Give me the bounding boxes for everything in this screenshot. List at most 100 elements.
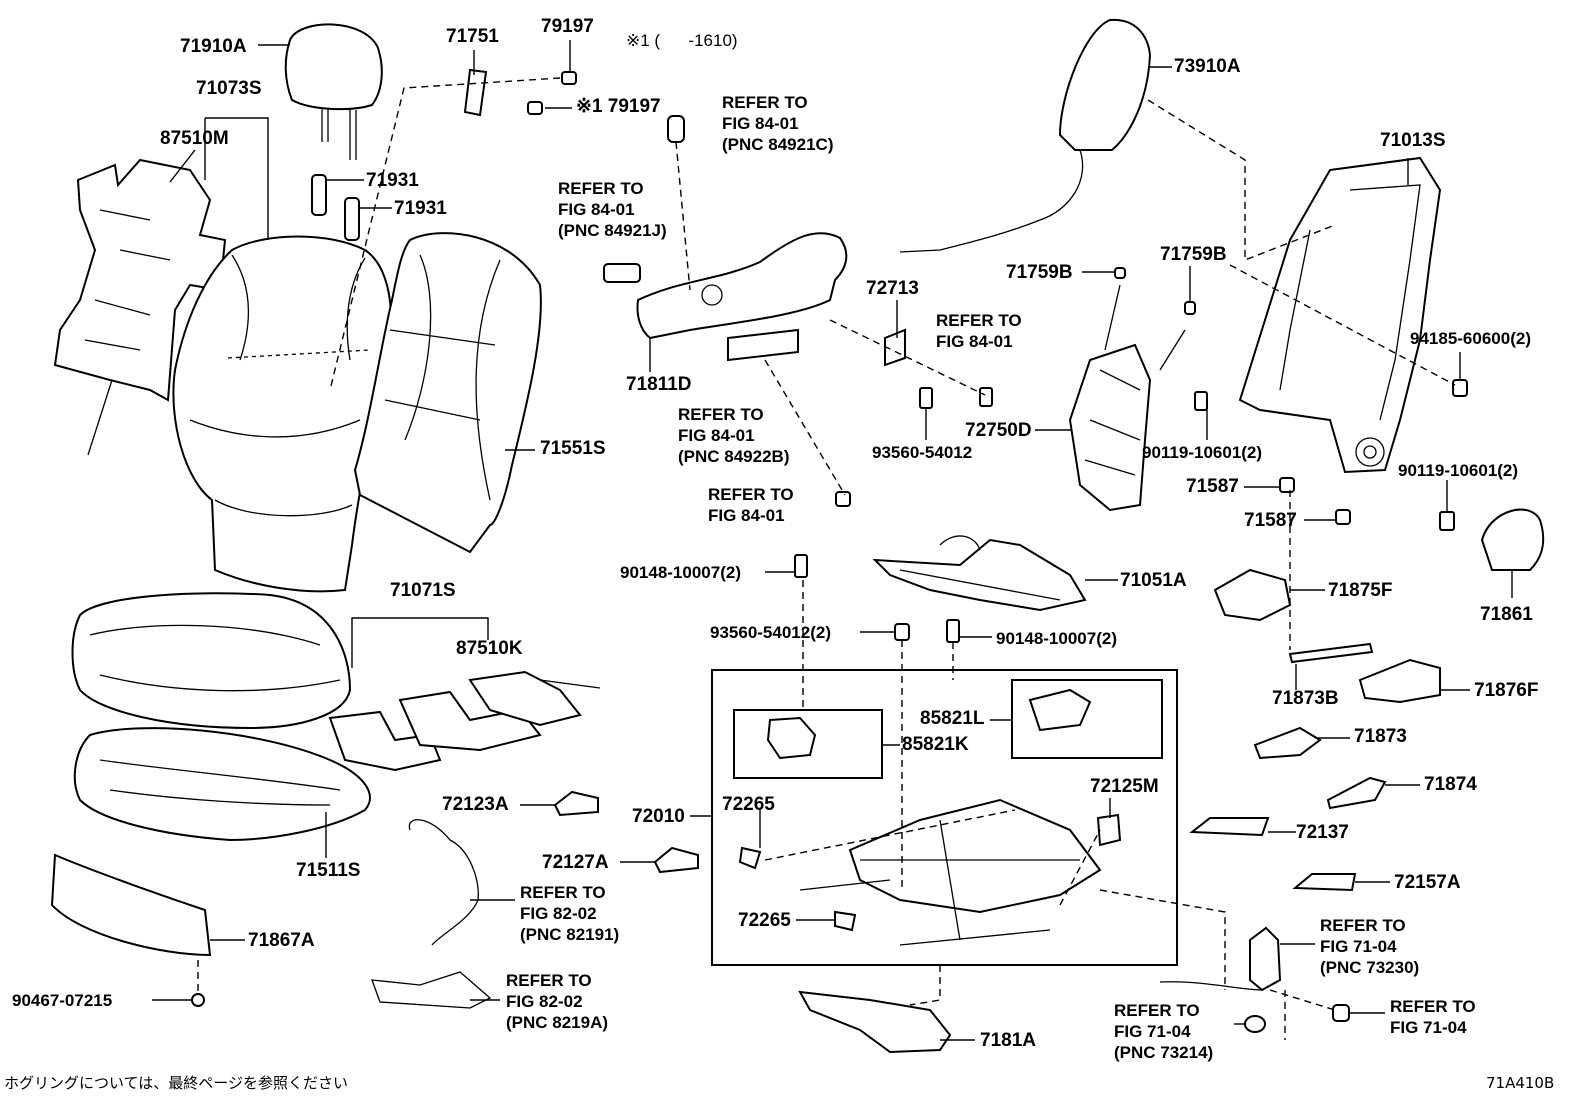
- part-label-71587-b: 71587: [1244, 510, 1297, 531]
- part-label-90467-07215: 90467-07215: [12, 991, 113, 1010]
- leader-lines: [152, 40, 1513, 1041]
- shield-71861-part: [1480, 508, 1545, 571]
- nut-71-04-part: [1332, 1004, 1350, 1022]
- part-label-71013s: 71013S: [1380, 130, 1446, 151]
- part-label-85821l: 85821L: [920, 708, 985, 729]
- part-label-71751: 71751: [446, 26, 499, 47]
- part-label-94185-60600: 94185-60600(2): [1410, 329, 1531, 348]
- headrest-support-71931-part: [311, 174, 360, 241]
- part-label-71873: 71873: [1354, 726, 1407, 747]
- part-label-90148-10007-b: 90148-10007(2): [996, 629, 1117, 648]
- ref-label-8219a: REFER TO FIG 82-02 (PNC 8219A): [506, 971, 609, 1032]
- side-shield-71811d-part: [603, 115, 848, 362]
- bolt-84-01-a-part: [979, 387, 993, 407]
- part-label-90119-10601-b: 90119-10601(2): [1398, 461, 1519, 480]
- seatback-heater-87510m-part: [53, 158, 227, 456]
- part-label-85821k: 85821K: [902, 734, 969, 755]
- figure-code: 71A410B: [1486, 1074, 1555, 1092]
- seat-adjuster-box: [711, 669, 1178, 966]
- ref-label-84921j: REFER TO FIG 84-01 (PNC 84921J): [558, 179, 667, 240]
- bolt-93560-a-part: [919, 387, 933, 409]
- seatback-pad-71551s-part: [353, 232, 542, 554]
- cover-72127a-part: [653, 846, 699, 874]
- shield-71876f-part: [1358, 658, 1441, 704]
- footer-note: ホグリングについては、最終ページを参照ください: [4, 1074, 348, 1092]
- front-cover-71867a-part: [50, 853, 212, 957]
- part-label-71873b: 71873B: [1272, 688, 1339, 709]
- part-label-72137: 72137: [1296, 822, 1349, 843]
- part-label-79197-a: 79197: [541, 16, 594, 37]
- nut-94185-part: [1452, 379, 1468, 397]
- part-label-71861: 71861: [1480, 604, 1533, 625]
- shield-71873b-part: [1288, 642, 1374, 664]
- part-label-79197-b: ※1 79197: [576, 96, 661, 117]
- motor-85821l-box: [1011, 679, 1163, 759]
- bracket-72713-part: [884, 328, 906, 367]
- part-label-71551s: 71551S: [540, 438, 606, 459]
- part-label-71867a: 71867A: [248, 930, 315, 951]
- bracket-72125m-part: [1096, 813, 1122, 847]
- part-label-93560-54012-b: 93560-54012(2): [710, 623, 831, 642]
- bolt-90148-a-part: [794, 554, 808, 578]
- part-label-72750d: 72750D: [965, 420, 1032, 441]
- ref-label-84-01-b: REFER TO FIG 84-01: [708, 485, 794, 525]
- part-label-73910a: 73910A: [1174, 56, 1241, 77]
- part-label-72127a: 72127A: [542, 852, 609, 873]
- side-airbag-73910a-part: [899, 18, 1152, 253]
- seat-cushion-cover-71071s-part: [71, 592, 352, 730]
- part-label-72265-a: 72265: [722, 794, 775, 815]
- part-label-87510m: 87510M: [160, 128, 229, 149]
- note-date-range: ※1 ( -1610): [626, 31, 738, 50]
- shield-71873-part: [1253, 726, 1322, 760]
- motor-85821k-part: [766, 716, 817, 760]
- part-label-71874: 71874: [1424, 774, 1477, 795]
- clip-71759b-b-part: [1184, 301, 1196, 315]
- clip-71587-b-part: [1335, 509, 1351, 525]
- part-label-7181a: 7181A: [980, 1030, 1036, 1051]
- clip-73214-part: [1244, 1015, 1266, 1033]
- cover-71875f-part: [1213, 568, 1292, 622]
- dashed-reference-lines: [197, 77, 1456, 1040]
- clip-72265-a-part: [738, 846, 762, 870]
- cover-72157a-part: [1292, 873, 1357, 892]
- part-label-71910a: 71910A: [180, 36, 247, 57]
- ref-label-71-04: REFER TO FIG 71-04: [1390, 997, 1476, 1037]
- part-label-71511s: 71511S: [296, 860, 361, 881]
- clip-71587-a-part: [1279, 477, 1295, 493]
- headrest-71910a-part: [284, 23, 383, 160]
- buckle-wire-part: [1159, 981, 1263, 991]
- ref-label-82191: REFER TO FIG 82-02 (PNC 82191): [520, 883, 620, 944]
- part-label-71073s: 71073S: [196, 78, 262, 99]
- clip-90467-part: [191, 993, 205, 1007]
- wire-harness-8219a-part: [371, 971, 492, 1009]
- shield-71874-part: [1326, 776, 1387, 810]
- part-label-71071s: 71071S: [390, 580, 456, 601]
- seat-cushion-pad-71511s-part: [73, 727, 371, 842]
- bolt-84-01-b-part: [835, 491, 851, 507]
- part-label-72713: 72713: [866, 278, 919, 299]
- part-label-71875f: 71875F: [1328, 580, 1393, 601]
- seatback-cover-71073s-part: [172, 235, 392, 593]
- part-label-71931-b: 71931: [394, 198, 447, 219]
- motor-85821l-part: [1028, 688, 1092, 732]
- part-label-71587-a: 71587: [1186, 476, 1239, 497]
- motor-85821k-box: [733, 709, 883, 779]
- ref-label-73214: REFER TO FIG 71-04 (PNC 73214): [1114, 1001, 1214, 1062]
- part-label-72157a: 72157A: [1394, 872, 1461, 893]
- tray-7181a-part: [798, 990, 952, 1054]
- recliner-72750d-part: [1068, 284, 1186, 512]
- part-label-71876f: 71876F: [1474, 680, 1539, 701]
- part-label-71759b-a: 71759B: [1006, 262, 1073, 283]
- part-label-71811d: 71811D: [626, 374, 692, 395]
- clip-71751-part: [463, 68, 577, 117]
- seat-track-72010-part: [799, 798, 1102, 946]
- part-label-87510k: 87510K: [456, 638, 523, 659]
- part-label-72123a: 72123A: [442, 794, 509, 815]
- cover-72123a-part: [553, 790, 599, 817]
- cover-72137-part: [1189, 817, 1270, 837]
- part-label-72010: 72010: [632, 806, 685, 827]
- buckle-73230-part: [1249, 926, 1282, 992]
- part-label-71759b-b: 71759B: [1160, 244, 1227, 265]
